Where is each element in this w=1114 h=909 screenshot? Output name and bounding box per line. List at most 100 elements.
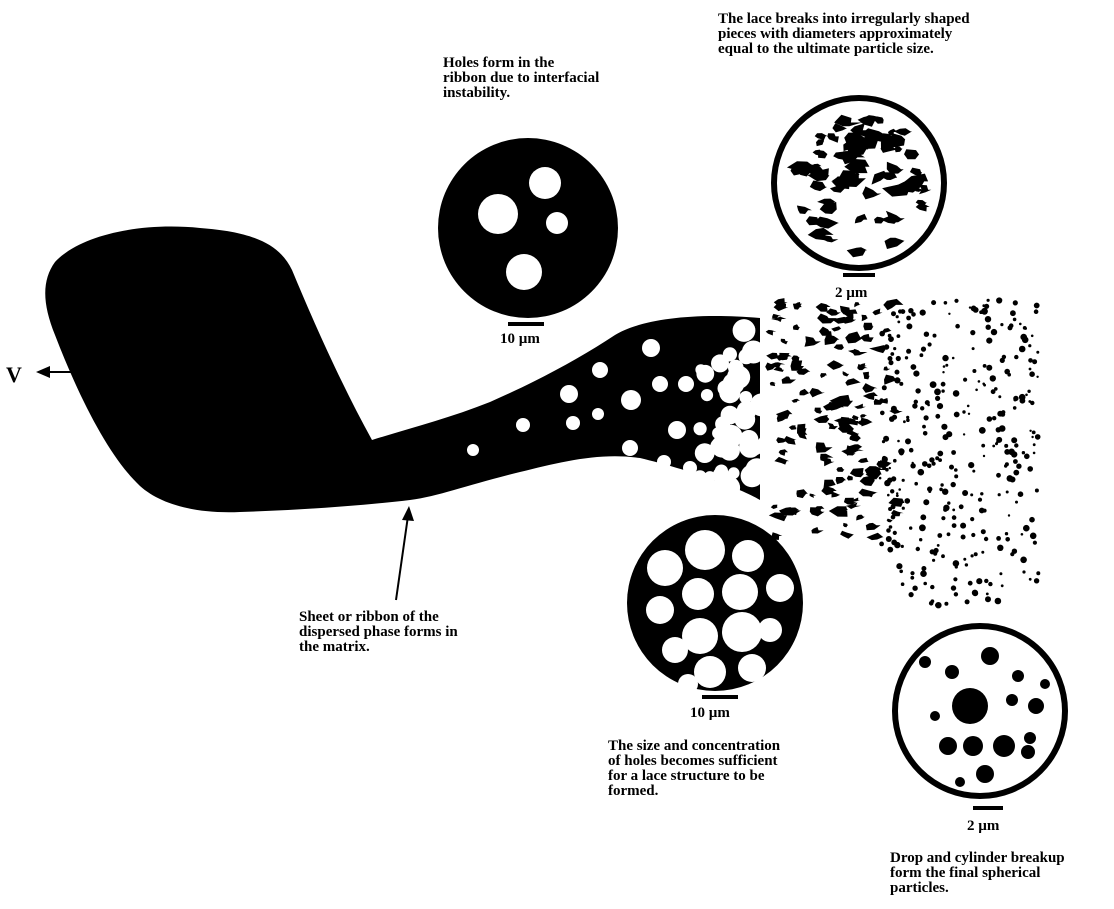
ribbon-hole bbox=[668, 421, 686, 439]
spray-particle bbox=[1033, 452, 1036, 455]
spray-particle bbox=[920, 406, 924, 410]
lace-fragment bbox=[826, 309, 841, 316]
lace-fragment bbox=[863, 372, 870, 380]
spray-particle bbox=[995, 598, 1002, 605]
lace-fragment bbox=[845, 378, 861, 386]
spray-particle bbox=[889, 360, 894, 365]
lace-fragment bbox=[866, 523, 881, 530]
spray-particle bbox=[1008, 514, 1010, 516]
spray-particle bbox=[971, 533, 975, 537]
spray-particle bbox=[901, 309, 905, 313]
spray-particle bbox=[954, 592, 958, 596]
lace-fragment bbox=[862, 383, 877, 393]
spray-particle bbox=[941, 516, 945, 520]
spray-particle bbox=[935, 414, 940, 419]
spray-particle bbox=[963, 433, 965, 435]
spray-particle bbox=[983, 455, 985, 457]
lace-fragment bbox=[854, 404, 866, 409]
ribbon-hole bbox=[746, 458, 769, 481]
spray-particle bbox=[996, 437, 1002, 443]
spray-particle bbox=[1000, 323, 1003, 326]
lace-fragment bbox=[854, 302, 861, 307]
spray-particle bbox=[972, 347, 975, 350]
lace-structure-hole bbox=[722, 574, 758, 610]
spray-particle bbox=[906, 349, 911, 354]
spray-particle bbox=[922, 425, 926, 429]
spray-particle bbox=[879, 477, 882, 480]
spray-particle bbox=[984, 537, 988, 541]
spray-particle bbox=[1034, 303, 1040, 309]
spray-particle bbox=[925, 400, 930, 405]
spray-particle bbox=[1036, 571, 1040, 575]
spray-particle bbox=[891, 311, 896, 316]
spray-particle bbox=[1002, 355, 1006, 359]
spray-particle bbox=[1014, 355, 1018, 359]
ribbon-hole bbox=[759, 391, 772, 404]
spray-particle bbox=[937, 533, 942, 538]
spray-particle bbox=[888, 507, 892, 511]
spray-particle bbox=[923, 431, 928, 436]
spray-particle bbox=[886, 536, 892, 542]
spherical-drop bbox=[919, 656, 931, 668]
spray-particle bbox=[1029, 578, 1032, 581]
lace-fragment bbox=[888, 498, 904, 507]
lace-fragment bbox=[770, 382, 776, 386]
spray-particle bbox=[905, 438, 911, 444]
spray-particle bbox=[1014, 443, 1018, 447]
spray-particle bbox=[947, 532, 951, 536]
lace-fragment bbox=[863, 392, 878, 400]
spray-particle bbox=[987, 299, 990, 302]
spray-particle bbox=[992, 416, 996, 420]
spray-particle bbox=[1031, 436, 1033, 438]
lace-structure-hole bbox=[685, 530, 725, 570]
spray-particle bbox=[1023, 525, 1030, 532]
lace-fragment bbox=[836, 477, 847, 484]
spray-particle bbox=[920, 353, 924, 357]
spray-particle bbox=[889, 467, 891, 469]
spray-particle bbox=[920, 570, 927, 577]
lace-fragment bbox=[859, 489, 878, 497]
ribbon-hole bbox=[694, 422, 707, 435]
spray-particle bbox=[991, 389, 996, 394]
spray-particle bbox=[1036, 376, 1038, 378]
drop-breakup-caption: Drop and cylinder breakup form the final… bbox=[890, 851, 1065, 896]
sheet-forms-caption: Sheet or ribbon of the dispersed phase f… bbox=[299, 610, 458, 655]
spray-particle bbox=[965, 563, 968, 566]
spray-particle bbox=[953, 577, 957, 581]
spray-particle bbox=[971, 554, 974, 557]
lace-fragment bbox=[810, 494, 816, 498]
spray-particle bbox=[1005, 462, 1009, 466]
spray-particle bbox=[1010, 477, 1016, 483]
spray-particle bbox=[1035, 434, 1041, 440]
spray-particle bbox=[916, 547, 920, 551]
spray-particle bbox=[902, 479, 905, 482]
spray-particle bbox=[937, 403, 943, 409]
ribbon-hole bbox=[467, 444, 479, 456]
lace-breaks-inset bbox=[774, 98, 944, 277]
spray-particle bbox=[891, 515, 896, 520]
spray-particle bbox=[913, 371, 919, 377]
ribbon-hole bbox=[716, 476, 740, 500]
spray-particle bbox=[888, 356, 893, 361]
ribbon-hole bbox=[701, 389, 713, 401]
spray-particle bbox=[1015, 501, 1018, 504]
spray-particle bbox=[922, 461, 928, 467]
spray-particle bbox=[1001, 410, 1005, 414]
spray-particle bbox=[919, 538, 922, 541]
spray-particle bbox=[933, 334, 937, 338]
spray-particle bbox=[914, 482, 918, 486]
lace-structure-hole bbox=[732, 540, 764, 572]
spray-particle bbox=[901, 582, 905, 586]
lace-fragment bbox=[860, 475, 875, 486]
spray-particle bbox=[882, 440, 885, 443]
spray-particle bbox=[935, 603, 939, 607]
spray-particle bbox=[998, 493, 1001, 496]
spray-particle bbox=[912, 403, 917, 408]
spray-particle bbox=[1013, 300, 1018, 305]
lace-fragment bbox=[798, 429, 807, 439]
ribbon-hole bbox=[592, 362, 608, 378]
spray-particle bbox=[895, 370, 900, 375]
spray-particle bbox=[985, 596, 991, 602]
spray-particle bbox=[1008, 325, 1013, 330]
